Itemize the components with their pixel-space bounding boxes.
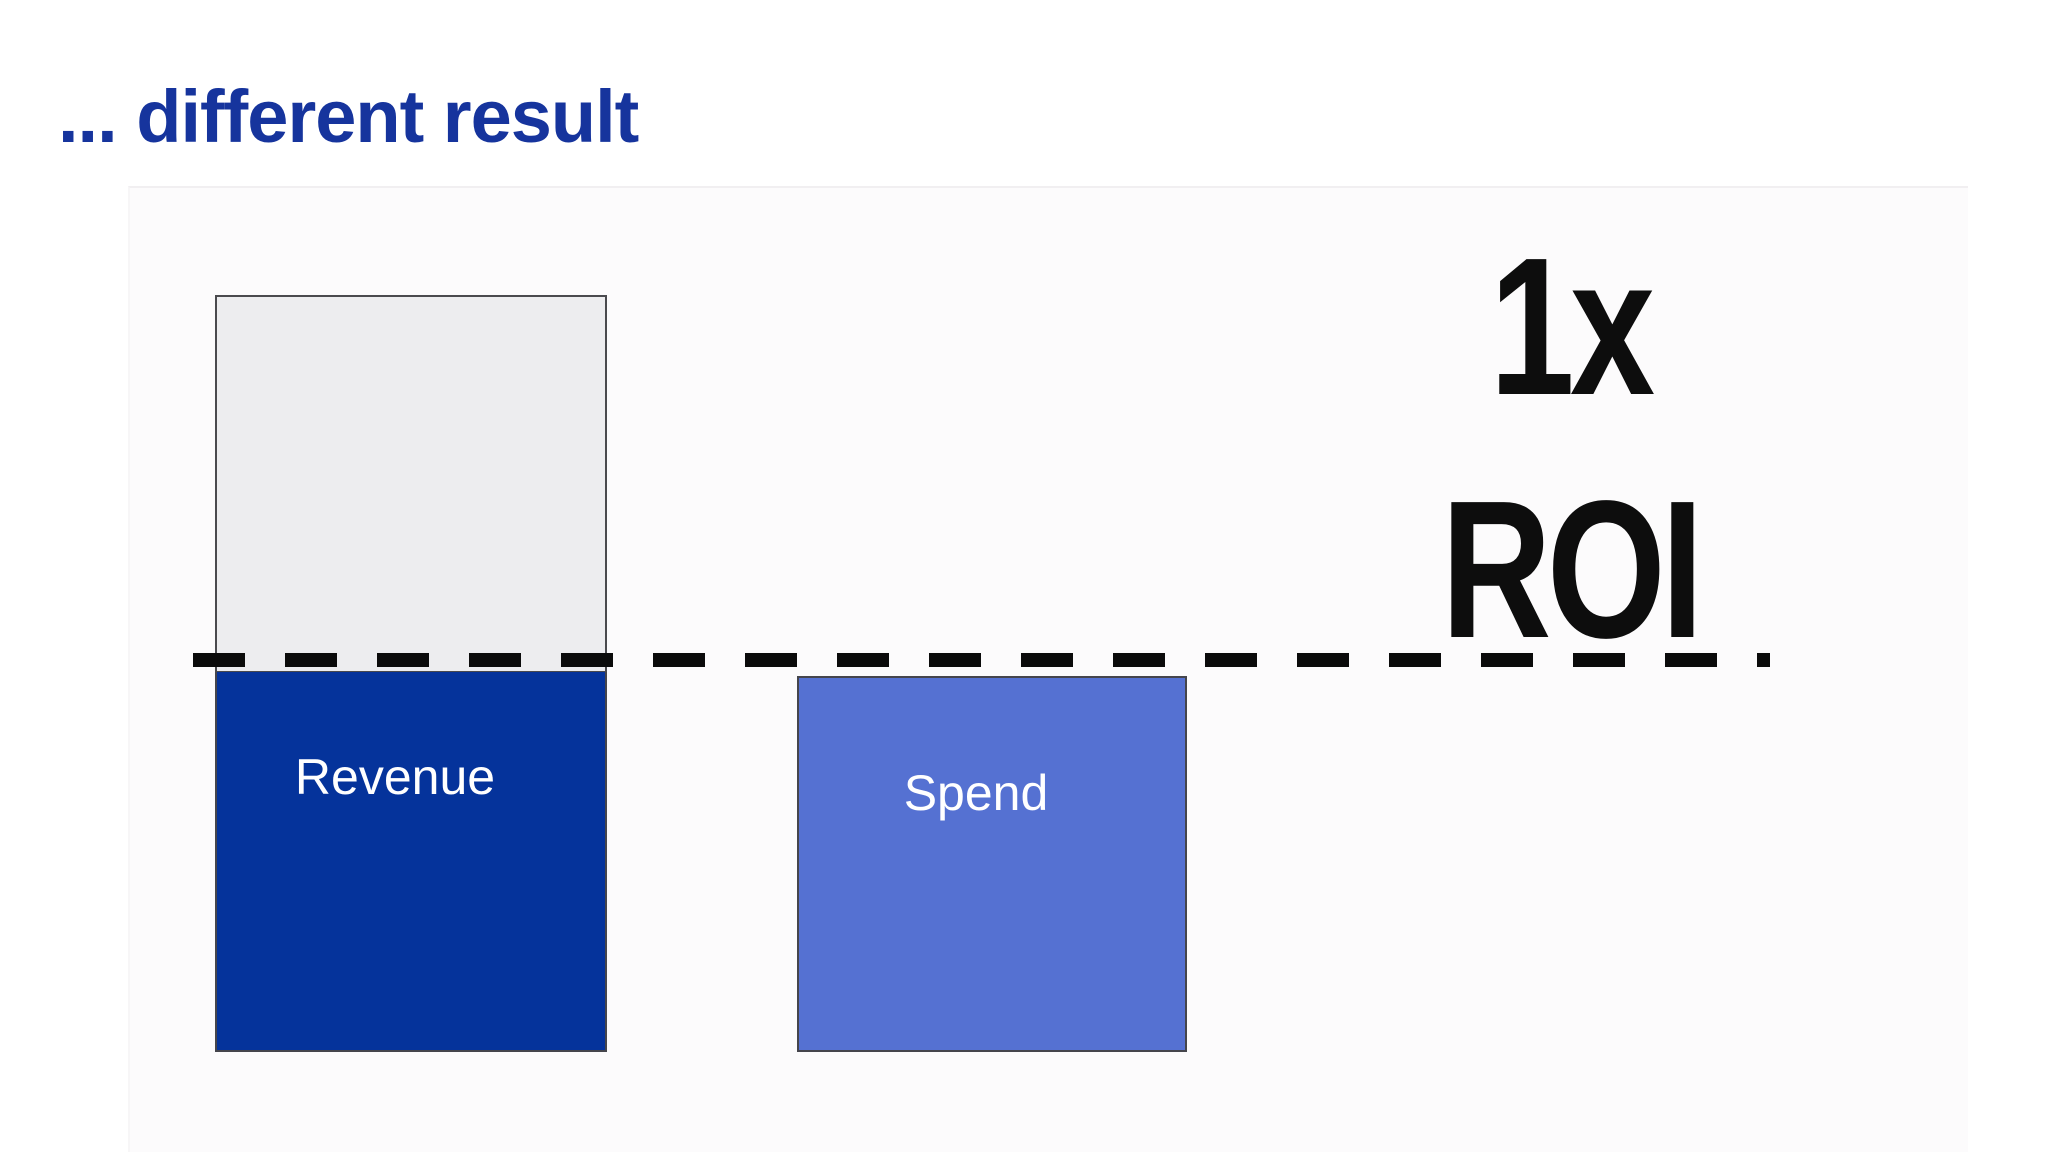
- page-title: ... different result: [58, 75, 639, 158]
- roi-annotation: 1x ROI: [1391, 205, 1750, 691]
- roi-reference-dashed-line: [193, 653, 1770, 667]
- revenue-bar-label: Revenue: [294, 749, 496, 805]
- revenue-bar: Revenue: [215, 672, 607, 1052]
- spend-bar-label: Spend: [903, 765, 1049, 821]
- roi-label-text: ROI: [1441, 460, 1703, 679]
- spend-bar: Spend: [797, 676, 1187, 1052]
- unrealized-revenue-block: [215, 295, 607, 673]
- roi-multiplier-text: 1x: [1489, 217, 1655, 436]
